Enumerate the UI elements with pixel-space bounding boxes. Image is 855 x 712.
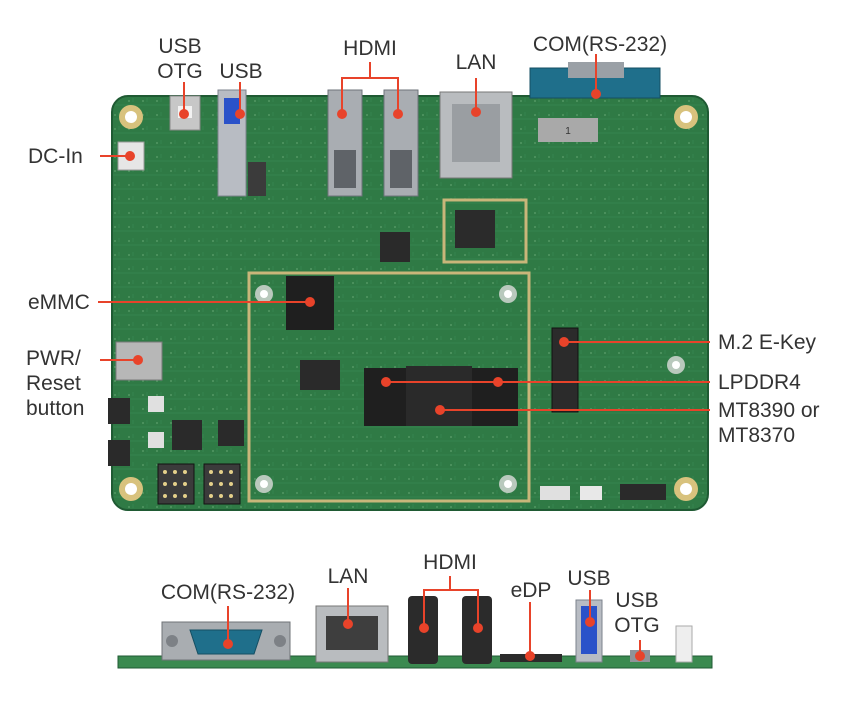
side-label-usb-otg: USB OTG — [606, 588, 668, 638]
top-view-board: 1 — [108, 62, 709, 511]
soc-chip — [406, 366, 472, 426]
label-hdmi: HDMI — [343, 37, 397, 60]
side-label-hdmi: HDMI — [423, 551, 477, 574]
label-pwr-reset: PWR/ Reset button — [26, 346, 84, 421]
label-com: COM(RS-232) — [532, 33, 668, 56]
side-label-com: COM(RS-232) — [160, 581, 296, 604]
top-callouts — [98, 54, 710, 411]
som-frame — [247, 271, 531, 503]
label-emmc: eMMC — [28, 291, 90, 314]
label-pwr-reset-line2: Reset — [26, 372, 81, 395]
label-m2-e-key: M.2 E-Key — [718, 331, 817, 354]
label-pwr-reset-line1: PWR/ — [26, 347, 81, 370]
side-view-board — [117, 596, 713, 669]
label-pwr-reset-line3: button — [26, 397, 85, 420]
label-soc-line2: MT8370 — [718, 424, 796, 447]
label-soc-line1: MT8390 or — [718, 399, 820, 422]
label-lan: LAN — [455, 51, 497, 74]
side-label-edp: eDP — [510, 579, 552, 602]
side-label-usb-otg-line2: OTG — [614, 614, 660, 637]
label-usb-otg-line1: USB — [158, 35, 202, 58]
lpddr4-chip-left — [364, 368, 408, 426]
label-usb-otg: USB OTG — [150, 34, 210, 84]
label-soc: MT8390 or MT8370 — [718, 398, 820, 448]
aux-frame — [442, 198, 528, 264]
label-lpddr4: LPDDR4 — [718, 371, 801, 394]
side-label-usb-otg-line1: USB — [615, 589, 659, 612]
mounting-holes — [119, 105, 698, 501]
label-usb: USB — [219, 60, 263, 83]
top-callout-dots — [125, 89, 601, 415]
side-label-lan: LAN — [327, 565, 369, 588]
label-usb-otg-line2: OTG — [157, 60, 203, 83]
side-callout-dots — [223, 617, 645, 661]
side-callouts — [227, 576, 641, 656]
svg-text:1: 1 — [565, 126, 571, 137]
lpddr4-chip-right — [472, 368, 518, 426]
label-dc-in: DC-In — [28, 145, 83, 168]
side-label-usb: USB — [567, 567, 611, 590]
